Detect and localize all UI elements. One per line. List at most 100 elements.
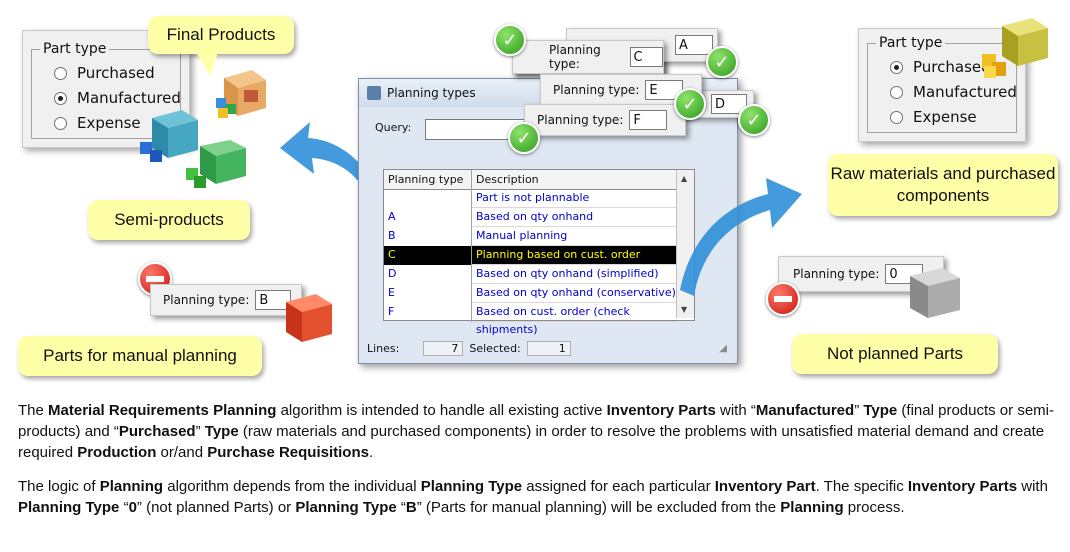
paragraph-segment: Production [77, 444, 157, 461]
radio-icon[interactable] [890, 110, 903, 124]
planning-type-d-input[interactable]: D [711, 94, 747, 114]
radio-icon[interactable] [54, 116, 67, 130]
paragraph-segment: process. [843, 499, 905, 516]
column-description[interactable]: Description [476, 173, 539, 186]
scroll-up-icon[interactable]: ▲ [681, 174, 688, 183]
not-planned-box-icon [910, 268, 960, 318]
paragraph-segment: Planning [99, 478, 164, 495]
planning-types-grid: Planning type Description Part is not pl… [383, 169, 695, 336]
resize-grip-icon[interactable]: ◢ [719, 342, 727, 354]
paragraph-segment: The logic of [18, 478, 100, 495]
paragraph-segment: Inventory Parts [606, 402, 716, 419]
paragraph-segment: B [405, 499, 417, 516]
planning-type-manual-input[interactable]: B [255, 290, 292, 310]
paragraph-segment: with [1017, 478, 1048, 495]
check-icon: ✓ [494, 24, 526, 56]
arrow-right-icon [680, 178, 802, 296]
callout-manual-parts: Parts for manual planning [18, 336, 262, 376]
paragraph-mrp-intro: The Material Requirements Planning algor… [18, 400, 1054, 463]
radio-checked-icon[interactable] [890, 60, 903, 74]
right-part-type-legend: Part type [876, 35, 946, 51]
paragraph-segment: Inventory Part [714, 478, 816, 495]
paragraph-segment: assigned for each particular [522, 478, 715, 495]
paragraph-segment: Purchase Requisitions [207, 444, 369, 461]
paragraph-segment: algorithm depends from the individual [163, 478, 421, 495]
right-part-type-group: Part type Purchased Manufactured Expense [867, 35, 1017, 133]
paragraph-segment: ” (not planned Parts) or [136, 499, 296, 516]
right-radio-expense[interactable]: Expense [890, 108, 977, 126]
radio-checked-icon[interactable] [54, 91, 67, 105]
planning-type-c-front: Planning type: C [512, 40, 664, 74]
left-radio-manufactured[interactable]: Manufactured [54, 89, 181, 107]
paragraph-segment: (raw materials and purchased components)… [18, 423, 1045, 461]
paragraph-segment: Material Requirements Planning [48, 402, 277, 419]
paragraph-planning-logic: The logic of Planning algorithm depends … [18, 476, 1054, 518]
semi-product-box-icon [140, 110, 198, 162]
semi-product-box-green-icon [186, 140, 246, 188]
paragraph-segment: with “ [715, 402, 756, 419]
paragraph-segment: . [368, 444, 374, 461]
planning-type-a-input[interactable]: A [675, 35, 713, 55]
callout-not-planned: Not planned Parts [792, 334, 998, 374]
planning-type-f: Planning type: F [524, 104, 686, 136]
left-radio-expense[interactable]: Expense [54, 114, 141, 132]
paragraph-segment: algorithm is intended to handle all exis… [276, 402, 607, 419]
radio-icon[interactable] [54, 66, 67, 80]
lines-count: 7 [423, 340, 464, 356]
status-bar: Lines: 7 Selected: 1 ◢ [367, 340, 727, 356]
callout-semi-products: Semi-products [88, 200, 250, 240]
check-icon: ✓ [508, 122, 540, 154]
manual-part-box-icon [286, 294, 332, 342]
callout-pointer [196, 52, 218, 76]
right-part-type-panel: Part type Purchased Manufactured Expense [858, 28, 1026, 142]
paragraph-segment: Type [204, 423, 239, 440]
check-icon: ✓ [738, 104, 770, 136]
paragraph-segment: ” [195, 423, 205, 440]
paragraph-segment: Planning Type [18, 499, 120, 516]
check-icon: ✓ [674, 88, 706, 120]
table-row[interactable]: Part is not plannable [384, 189, 676, 208]
query-row: Query: [375, 121, 411, 134]
callout-raw-materials: Raw materials and purchased components [828, 154, 1058, 216]
raw-material-box-icon [982, 18, 1048, 78]
final-product-box-icon [216, 70, 266, 118]
planning-type-c-front-input[interactable]: C [629, 47, 663, 67]
paragraph-segment: . The specific [815, 478, 908, 495]
paragraph-segment: 0 [128, 499, 137, 516]
left-part-type-group: Part type Purchased Manufactured Expense [31, 41, 181, 139]
window-app-icon [367, 86, 381, 100]
column-planning-type[interactable]: Planning type [384, 170, 472, 189]
paragraph-segment: Planning Type [295, 499, 397, 516]
check-icon: ✓ [706, 46, 738, 78]
window-title: Planning types [387, 86, 476, 100]
paragraph-segment: ” [854, 402, 864, 419]
selected-count: 1 [526, 340, 571, 356]
radio-icon[interactable] [890, 85, 903, 99]
paragraph-segment: Planning Type [420, 478, 523, 495]
planning-type-manual: Planning type: B [150, 284, 302, 316]
paragraph-segment: Manufactured [755, 402, 855, 419]
paragraph-segment: ” (Parts for manual planning) will be ex… [416, 499, 781, 516]
paragraph-segment: (final products or semi-products) and “ [18, 402, 1054, 440]
scroll-down-icon[interactable]: ▼ [681, 305, 688, 314]
paragraph-segment: Inventory Parts [907, 478, 1018, 495]
grid-header: Planning type Description [384, 170, 676, 190]
right-radio-purchased[interactable]: Purchased [890, 58, 991, 76]
callout-final-products: Final Products [148, 16, 294, 54]
paragraph-segment: Planning [780, 499, 844, 516]
paragraph-segment: Purchased [118, 423, 196, 440]
right-radio-manufactured[interactable]: Manufactured [890, 83, 1017, 101]
paragraph-segment: Type [863, 402, 898, 419]
left-radio-purchased[interactable]: Purchased [54, 64, 155, 82]
paragraph-segment: or/and [156, 444, 208, 461]
paragraph-segment: “ [119, 499, 129, 516]
left-part-type-legend: Part type [40, 41, 110, 57]
planning-type-f-input[interactable]: F [629, 110, 668, 130]
query-label: Query: [375, 121, 412, 134]
